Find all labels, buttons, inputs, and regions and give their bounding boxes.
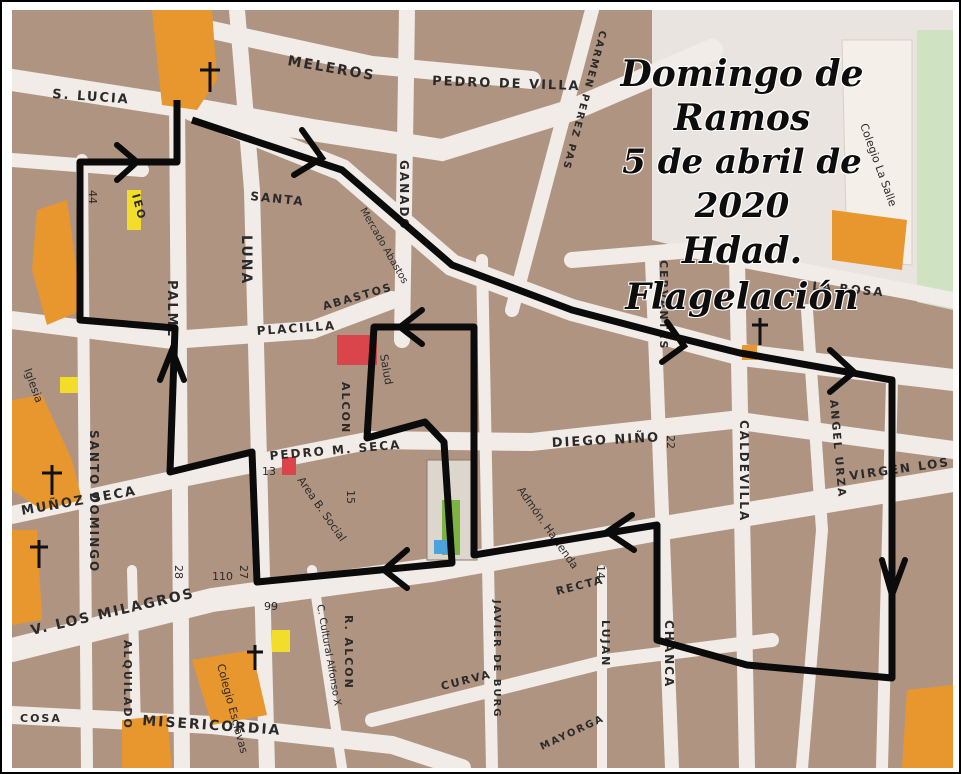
street-javier-de-burgos: JAVIER DE BURG <box>491 599 502 719</box>
label-num-44: 44 <box>86 190 99 204</box>
arrow-icon <box>395 307 425 347</box>
arrow-icon <box>157 341 187 383</box>
street-alcon: ALCON <box>339 382 352 434</box>
street-lujan: LUJAN <box>599 620 612 667</box>
arrow-icon <box>601 512 637 553</box>
label-num-27: 27 <box>237 565 250 579</box>
school-building-left <box>32 200 82 325</box>
street-palme: PALME <box>164 280 179 339</box>
street-alquilado: ALQUILADO <box>121 640 134 730</box>
label-num-110: 110 <box>212 570 233 583</box>
route-map[interactable]: MELEROS PEDRO DE VILLA S. LUCIA SANTA LU… <box>12 10 953 768</box>
route-line <box>76 100 896 682</box>
church-building-top <box>152 10 217 110</box>
street-cervantes: CERVANTES <box>657 260 670 350</box>
map-canvas: MELEROS PEDRO DE VILLA S. LUCIA SANTA LU… <box>12 10 953 768</box>
street-ganado: GANADO <box>397 160 411 231</box>
procession-route <box>76 100 896 682</box>
arrow-icon <box>879 557 908 605</box>
yellow-marker-2 <box>60 377 78 393</box>
street-pedro-de-villa: PEDRO DE VILLA <box>432 74 581 94</box>
arrow-icon <box>827 347 859 395</box>
title-date: 5 de abril de 2020 <box>622 142 862 226</box>
title-block: Domingo de Ramos 5 de abril de 2020 Hdad… <box>587 52 897 320</box>
park-area <box>917 30 953 310</box>
arrow-icon <box>291 127 327 178</box>
street-cosa: COSA <box>20 712 62 725</box>
label-salud: Salud <box>377 353 395 386</box>
street-placilla: PLACILLA <box>256 318 336 338</box>
title-event: Domingo de Ramos <box>620 53 864 139</box>
building-bottom-right <box>902 685 953 768</box>
street-chanca: CHANCA <box>662 620 676 688</box>
street-caldevilla: CALDEVILLA <box>737 420 751 522</box>
label-num-28: 28 <box>172 565 185 579</box>
street-s-lucia: S. LUCIA <box>52 87 131 107</box>
street-r-alcon: R. ALCON <box>342 615 355 690</box>
label-num-22: 22 <box>664 435 677 449</box>
landmark-buildings <box>12 10 953 768</box>
title-brotherhood: Hdad. Flagelación <box>625 230 859 318</box>
info-marker <box>272 630 290 652</box>
colegio-la-salle-building <box>841 39 913 266</box>
arrow-icon <box>379 547 410 591</box>
label-num-14: 14 <box>594 565 607 579</box>
arrow-icon <box>114 142 142 183</box>
building-bottom-left <box>122 715 172 768</box>
street-luna: LUNA <box>238 235 254 285</box>
label-num-15: 15 <box>344 490 357 504</box>
church-crosses <box>30 62 768 670</box>
building-left-lower <box>12 530 42 625</box>
route-arrows <box>114 127 908 605</box>
church-building-left <box>12 395 82 510</box>
street-la-rosa: LA ROSA <box>812 279 885 299</box>
parking-marker <box>434 540 448 554</box>
street-diego-nino: DIEGO NIÑO <box>551 429 660 451</box>
label-num-99: 99 <box>264 600 278 613</box>
label-num-13: 13 <box>262 465 276 478</box>
arrow-icon <box>659 319 689 365</box>
yellow-marker-1 <box>127 190 141 230</box>
street-santo-domingo: SANTO DOMINGO <box>87 430 101 573</box>
street-santa: SANTA <box>250 189 306 209</box>
area-social-marker <box>282 457 296 475</box>
colegio-esclavas-building <box>192 650 267 725</box>
la-salle-wing <box>832 210 907 270</box>
